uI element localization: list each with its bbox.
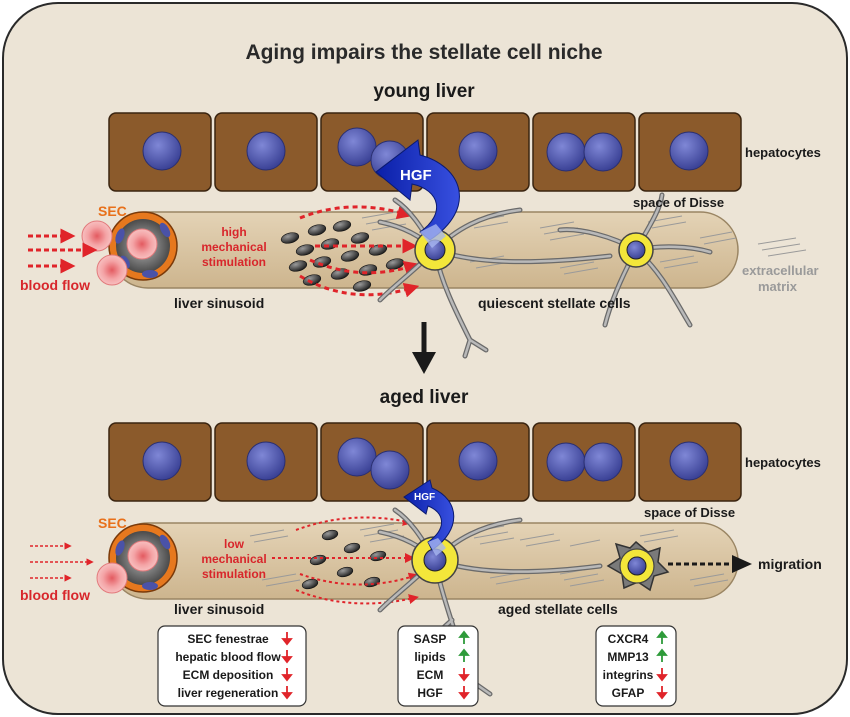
summary-item-label: ECM deposition <box>183 668 274 682</box>
summary-item-label: GFAP <box>612 686 645 700</box>
arrow-down-icon <box>656 668 668 682</box>
arrow-up-icon <box>656 630 668 644</box>
aged-stellate-cell-2 <box>606 540 670 592</box>
young-sec-label: SEC <box>98 203 127 219</box>
arrow-up-icon <box>656 648 668 662</box>
aged-hgf-arrow <box>403 479 455 556</box>
aged-sinusoid-label: liver sinusoid <box>174 601 264 617</box>
aged-panel <box>30 422 752 703</box>
young-blood-flow-label: blood flow <box>20 277 90 293</box>
summary-item-label: integrins <box>603 668 654 682</box>
young-stellate-cell-2 <box>557 192 713 328</box>
summary-item-label: ECM <box>417 668 444 682</box>
arrow-down-icon <box>281 632 293 646</box>
summary-item-label: SASP <box>414 632 447 646</box>
young-stellate-cell-1 <box>377 197 613 359</box>
migration-arrow <box>668 555 752 573</box>
young-hgf-arrow <box>375 139 460 248</box>
arrow-down-icon <box>281 650 293 664</box>
summary-box-stellate <box>397 625 479 707</box>
summary-item-label: lipids <box>414 650 446 664</box>
ecm-label-line-1: extracellular <box>742 263 819 278</box>
young-panel <box>28 112 807 359</box>
aged-blood-flow-arrows <box>30 542 94 582</box>
summary-item-label: HGF <box>417 686 442 700</box>
young-stim-line-3: stimulation <box>202 255 266 269</box>
young-hepatocyte-row <box>108 112 742 192</box>
aged-hgf-label: HGF <box>414 492 435 503</box>
arrow-down-icon <box>281 686 293 700</box>
transition-arrow <box>412 322 436 374</box>
aged-hepatocyte-row <box>108 422 742 502</box>
aged-stim-line-2: mechanical <box>201 552 266 566</box>
young-hepatocytes-label: hepatocytes <box>745 145 821 160</box>
aged-blood-flow-label: blood flow <box>20 587 90 603</box>
ecm-label-line-2: matrix <box>758 279 798 294</box>
summary-item-label: CXCR4 <box>608 632 649 646</box>
aged-stim-line-3: stimulation <box>202 567 266 581</box>
summary-item-label: hepatic blood flow <box>175 650 281 664</box>
aged-space-of-disse-label: space of Disse <box>644 505 735 520</box>
summary-box-migration <box>595 625 677 707</box>
summary-item-label: MMP13 <box>607 650 649 664</box>
young-red-blood-cells <box>81 220 158 286</box>
young-stellate-label: quiescent stellate cells <box>478 295 631 311</box>
young-heading: young liver <box>373 81 475 102</box>
summary-item-label: liver regeneration <box>178 686 279 700</box>
arrow-up-icon <box>458 648 470 662</box>
diagram-title: Aging impairs the stellate cell niche <box>245 41 602 64</box>
young-blood-flow-arrows <box>28 228 98 274</box>
arrow-down-icon <box>281 668 293 682</box>
arrow-up-icon <box>458 630 470 644</box>
aged-stim-line-1: low <box>224 537 245 551</box>
young-stimulation-arrows <box>299 204 420 298</box>
arrow-down-icon <box>458 668 470 682</box>
young-sinusoid-label: liver sinusoid <box>174 295 264 311</box>
aged-stimulation-arrows <box>272 516 419 605</box>
aged-hepatocytes-label: hepatocytes <box>745 455 821 470</box>
aged-heading: aged liver <box>380 387 469 408</box>
young-stim-line-1: high <box>221 225 246 239</box>
young-hgf-label: HGF <box>400 167 432 184</box>
aged-sec-label: SEC <box>98 515 127 531</box>
aged-stellate-label: aged stellate cells <box>498 601 618 617</box>
migration-label: migration <box>758 556 822 572</box>
summary-item-label: SEC fenestrae <box>187 632 269 646</box>
arrow-down-icon <box>656 686 668 700</box>
young-space-of-disse-label: space of Disse <box>633 195 724 210</box>
arrow-down-icon <box>458 686 470 700</box>
summary-box-sec <box>157 625 307 707</box>
young-stim-line-2: mechanical <box>201 240 266 254</box>
aged-red-blood-cells <box>96 540 159 594</box>
